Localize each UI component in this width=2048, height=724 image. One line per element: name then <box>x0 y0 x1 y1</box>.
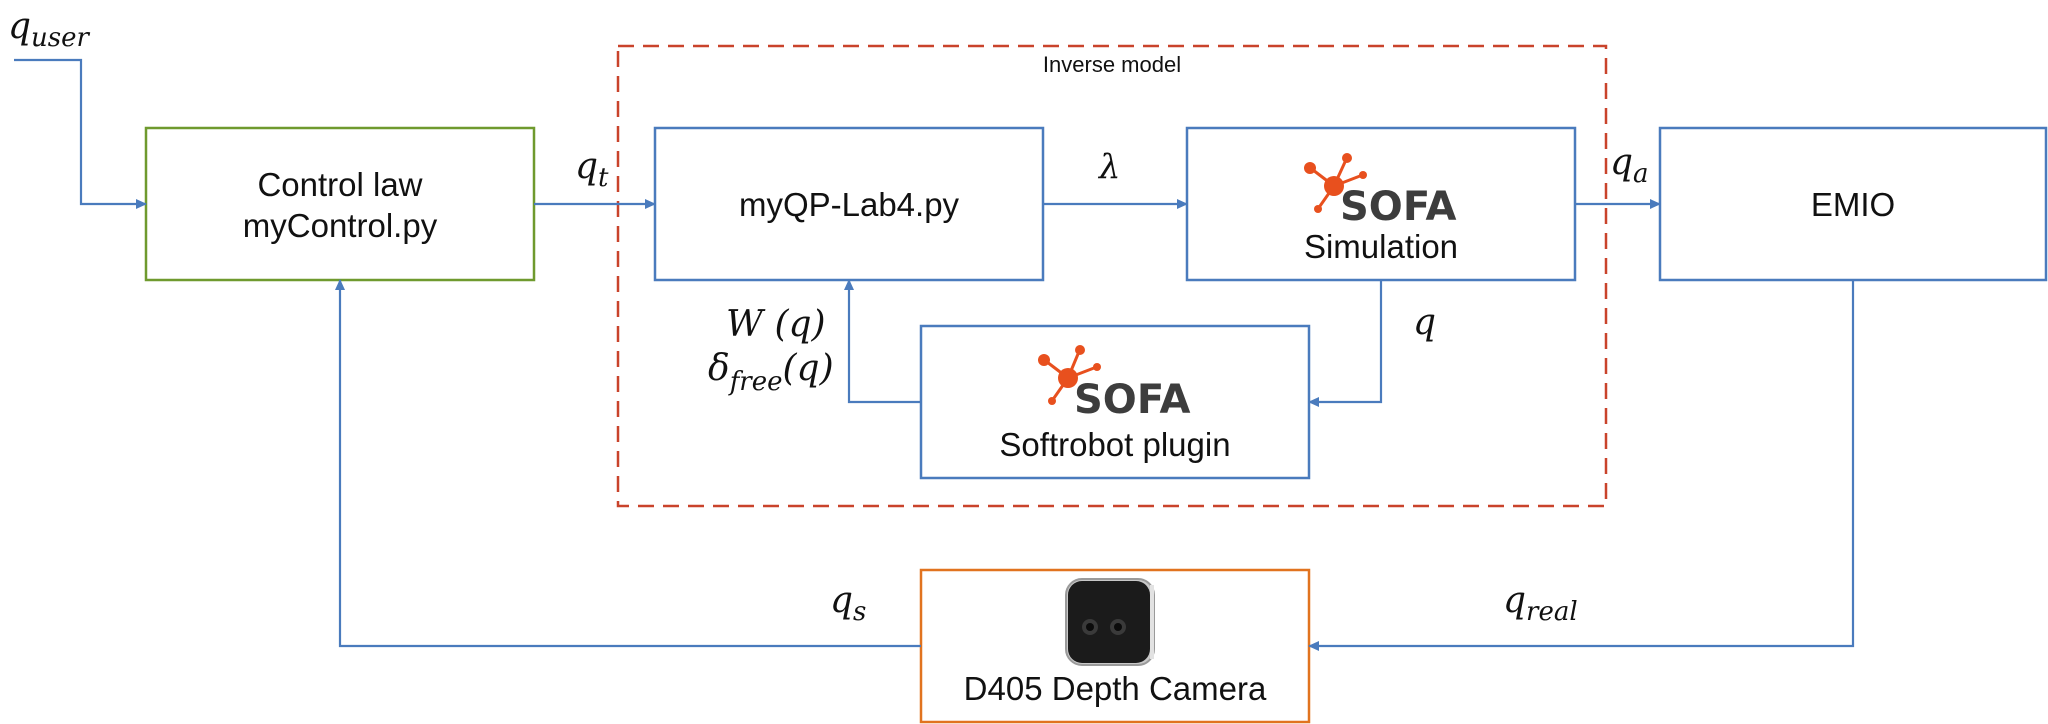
inverse-model-region <box>616 44 1608 508</box>
w-feedback-arrow <box>844 279 921 404</box>
sofa-wordmark: SOFA <box>1074 377 1191 423</box>
camera-label: D405 Depth Camera <box>964 670 1267 707</box>
softrobot-block[interactable] <box>919 324 1311 480</box>
qreal-arrow <box>1308 280 1855 651</box>
signal-q-s: qs <box>830 580 866 627</box>
connections <box>14 58 1855 651</box>
signal-q-t: qt <box>575 146 609 193</box>
emio-label: EMIO <box>1811 186 1895 223</box>
simulation-label: Simulation <box>1304 228 1458 265</box>
user-input-arrow <box>14 58 147 209</box>
control-law-block[interactable] <box>144 126 536 282</box>
sofa-molecule-icon <box>1038 345 1101 405</box>
signal-q-real: qreal <box>1503 580 1578 627</box>
sofa-molecule-icon <box>1304 153 1367 213</box>
qp-label: myQP-Lab4.py <box>739 186 960 223</box>
inverse-model-title: Inverse model <box>1043 52 1181 77</box>
sofa-logo-simulation: SOFA <box>1304 153 1457 230</box>
camera-icon <box>1065 578 1155 666</box>
qs-arrow <box>335 279 921 648</box>
signal-delta-free: δfree(q) <box>708 348 834 397</box>
q-arrow <box>1308 280 1383 407</box>
signal-q: q <box>1413 302 1436 343</box>
softrobot-label: Softrobot plugin <box>999 426 1230 463</box>
signal-w: W (q) <box>726 304 826 345</box>
control-law-title: Control law <box>257 166 422 203</box>
signal-q-a: qa <box>1610 142 1649 189</box>
sofa-logo-softrobot: SOFA <box>1038 345 1191 423</box>
simulation-block[interactable] <box>1185 126 1577 282</box>
signal-q-user: quser <box>8 6 91 53</box>
sofa-wordmark: SOFA <box>1340 184 1457 230</box>
control-law-file: myControl.py <box>243 207 438 244</box>
signal-lambda: λ <box>1097 147 1121 187</box>
emio-block[interactable] <box>1658 126 2048 282</box>
